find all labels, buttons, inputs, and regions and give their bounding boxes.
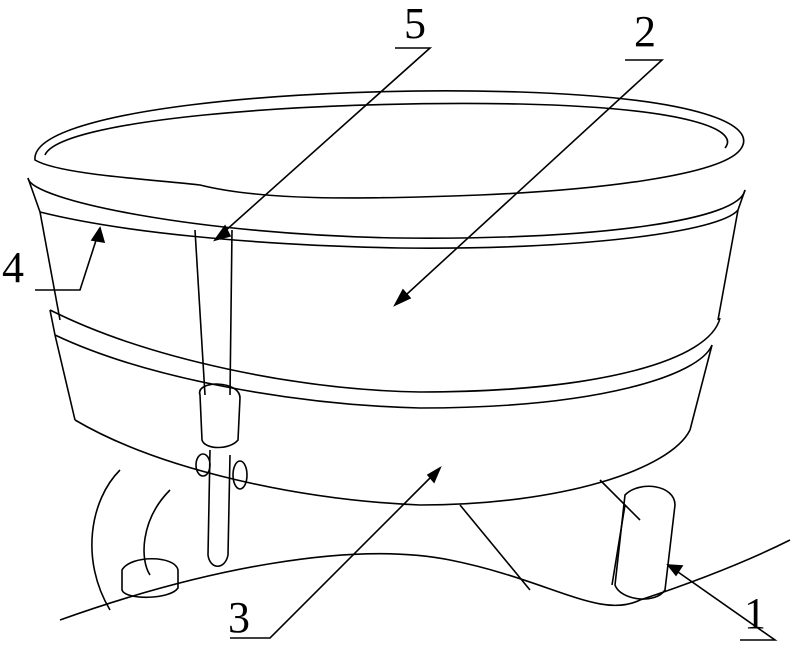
leader-5 [214, 47, 433, 241]
leader-1 [667, 564, 778, 641]
label-2: 2 [634, 7, 656, 56]
leader-2 [394, 59, 665, 306]
label-4: 4 [2, 243, 24, 292]
leader-3 [230, 467, 441, 639]
leader-4 [35, 227, 101, 291]
part-4-ring [27, 177, 746, 239]
top-rim [34, 90, 745, 199]
label-3: 3 [228, 593, 250, 642]
part-5-clasp [194, 229, 206, 396]
label-1: 1 [744, 589, 766, 638]
label-5: 5 [404, 0, 426, 48]
part-1-foot [614, 485, 676, 600]
